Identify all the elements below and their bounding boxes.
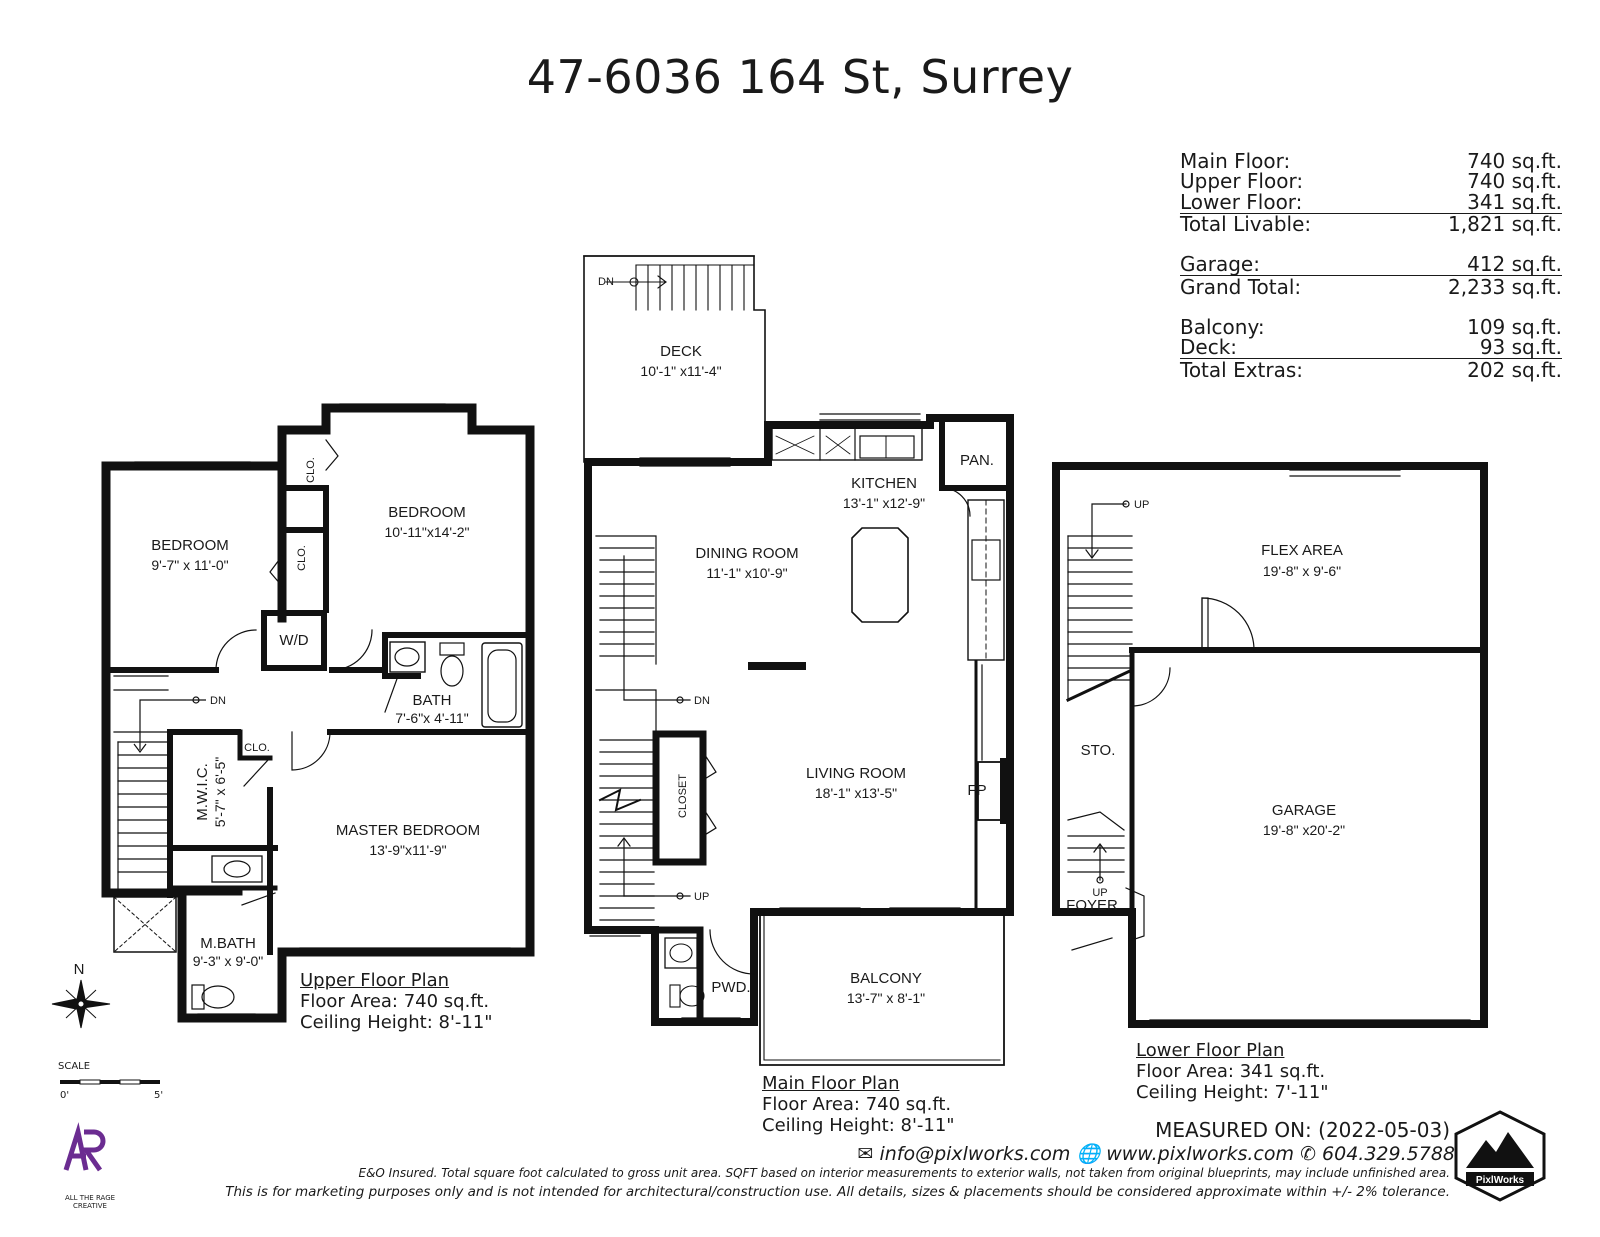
room-mwic-dim: 5'-7" x 6'-5" xyxy=(212,757,228,828)
stair-up-mark-lower: UP xyxy=(1134,499,1149,511)
pantry-label: PAN. xyxy=(960,452,994,469)
washer-dryer-label: W/D xyxy=(279,632,308,649)
fireplace-label: FP xyxy=(967,782,986,799)
area-row-deck: Deck:93 sq.ft. xyxy=(1180,335,1562,359)
room-master-bedroom-name: MASTER BEDROOM xyxy=(336,822,480,839)
room-kitchen-dim: 13'-1" x12'-9" xyxy=(843,495,925,511)
area-row-upper: Upper Floor:740 sq.ft. xyxy=(1180,169,1562,193)
room-garage-name: GARAGE xyxy=(1272,802,1336,819)
closet-label-2: CLO. xyxy=(296,545,308,571)
stair-up-mark-main: UP xyxy=(694,891,709,903)
scale-end-label: 5' xyxy=(154,1090,164,1101)
pixlworks-logo-text: PixlWorks xyxy=(1476,1175,1525,1186)
area-row-grand-total: Grand Total:2,233 sq.ft. xyxy=(1180,275,1562,299)
compass-icon xyxy=(51,979,111,1029)
lower-floor-ceiling: Ceiling Height: 7'-11" xyxy=(1136,1082,1329,1103)
room-bath-name: BATH xyxy=(413,692,452,709)
phone-icon: ✆ xyxy=(1300,1143,1316,1165)
room-dining-name: DINING ROOM xyxy=(695,545,798,562)
pixlworks-logo-icon: PixlWorks xyxy=(1454,1110,1546,1202)
powder-room-label: PWD. xyxy=(711,979,750,996)
room-balcony-dim: 13'-7" x 8'-1" xyxy=(847,990,925,1006)
area-row-balcony: Balcony:109 sq.ft. xyxy=(1180,315,1562,339)
disclaimer-line-1: E&O Insured. Total square foot calculate… xyxy=(358,1166,1450,1180)
globe-icon: 🌐 xyxy=(1076,1143,1101,1165)
disclaimer-line-2: This is for marketing purposes only and … xyxy=(225,1184,1450,1200)
contact-website[interactable]: www.pixlworks.com xyxy=(1106,1143,1295,1165)
room-bedroom-3-dim: 10'-11"x14'-2" xyxy=(384,524,469,540)
stair-up-mark-foyer: UP xyxy=(1092,887,1107,899)
room-flex-area-name: FLEX AREA xyxy=(1261,542,1343,559)
area-row-total-extras: Total Extras:202 sq.ft. xyxy=(1180,358,1562,382)
scale-bar xyxy=(60,1079,160,1085)
room-dining-dim: 11'-1" x10'-9" xyxy=(706,565,787,581)
area-row-total-livable: Total Livable:1,821 sq.ft. xyxy=(1180,212,1562,236)
room-living-name: LIVING ROOM xyxy=(806,765,906,782)
room-master-bath-name: M.BATH xyxy=(200,935,256,952)
main-floor-ceiling: Ceiling Height: 8'-11" xyxy=(762,1115,955,1136)
all-the-rage-logo-icon xyxy=(63,1122,106,1172)
stair-down-mark-upper: DN xyxy=(210,695,226,707)
room-garage-dim: 19'-8" x20'-2" xyxy=(1263,822,1345,838)
stair-arrow-upper xyxy=(133,696,206,753)
contact-line: ✉ info@pixlworks.com 🌐 www.pixlworks.com… xyxy=(855,1142,1455,1165)
room-bath-dim: 7'-6"x 4'-11" xyxy=(395,710,468,726)
closet-label-3: CLO. xyxy=(244,742,270,754)
upper-floor-info: Upper Floor Plan Floor Area: 740 sq.ft. … xyxy=(300,970,493,1033)
stair-down-mark-main: DN xyxy=(694,695,710,707)
upper-floor-heading: Upper Floor Plan xyxy=(300,970,450,991)
area-row-garage: Garage:412 sq.ft. xyxy=(1180,252,1562,276)
main-floor-area: Floor Area: 740 sq.ft. xyxy=(762,1094,952,1115)
main-floor-info: Main Floor Plan Floor Area: 740 sq.ft. C… xyxy=(762,1073,955,1136)
room-balcony-name: BALCONY xyxy=(850,970,922,987)
storage-label: STO. xyxy=(1081,742,1116,759)
room-bedroom-3-name: BEDROOM xyxy=(388,504,466,521)
room-master-bedroom-dim: 13'-9"x11'-9" xyxy=(369,842,446,858)
email-icon: ✉ xyxy=(857,1143,874,1165)
room-bedroom-2-name: BEDROOM xyxy=(151,537,229,554)
lower-floor-plan xyxy=(1052,462,1488,1028)
upper-floor-area: Floor Area: 740 sq.ft. xyxy=(300,991,490,1012)
room-deck-dim: 10'-1" x11'-4" xyxy=(640,363,721,379)
room-deck-name: DECK xyxy=(660,343,702,360)
contact-phone[interactable]: 604.329.5788 xyxy=(1322,1143,1455,1165)
contact-email[interactable]: info@pixlworks.com xyxy=(879,1143,1071,1165)
page-title: 47-6036 164 St, Surrey xyxy=(526,50,1074,104)
area-row-lower: Lower Floor:341 sq.ft. xyxy=(1180,190,1562,214)
room-flex-area-dim: 19'-8" x 9'-6" xyxy=(1263,563,1341,579)
compass-north-label: N xyxy=(74,961,85,978)
room-mwic-name: M.W.I.C. xyxy=(194,763,211,821)
main-floor-plan xyxy=(583,255,1014,1066)
scale-start-label: 0' xyxy=(60,1090,70,1101)
foyer-label: FOYER xyxy=(1066,897,1118,914)
area-row-main: Main Floor:740 sq.ft. xyxy=(1180,149,1562,173)
lower-floor-area: Floor Area: 341 sq.ft. xyxy=(1136,1061,1326,1082)
brand-left-text: ALL THE RAGE CREATIVE xyxy=(64,1194,116,1210)
upper-floor-ceiling: Ceiling Height: 8'-11" xyxy=(300,1012,493,1033)
room-living-dim: 18'-1" x13'-5" xyxy=(815,785,897,801)
main-floor-heading: Main Floor Plan xyxy=(762,1073,900,1094)
lower-floor-info: Lower Floor Plan Floor Area: 341 sq.ft. … xyxy=(1136,1040,1329,1103)
room-kitchen-name: KITCHEN xyxy=(851,475,917,492)
measured-on-date: MEASURED ON: (2022-05-03) xyxy=(1155,1118,1450,1142)
closet-label-1: CLO. xyxy=(305,457,317,483)
stair-down-mark-deck: DN xyxy=(598,276,614,288)
room-master-bath-dim: 9'-3" x 9'-0" xyxy=(193,953,264,969)
scale-label: SCALE xyxy=(58,1061,91,1072)
room-bedroom-2-dim: 9'-7" x 11'-0" xyxy=(151,557,228,573)
lower-floor-heading: Lower Floor Plan xyxy=(1136,1040,1285,1061)
upper-floor-plan xyxy=(101,403,535,1023)
closet-label-main: CLOSET xyxy=(677,774,689,818)
